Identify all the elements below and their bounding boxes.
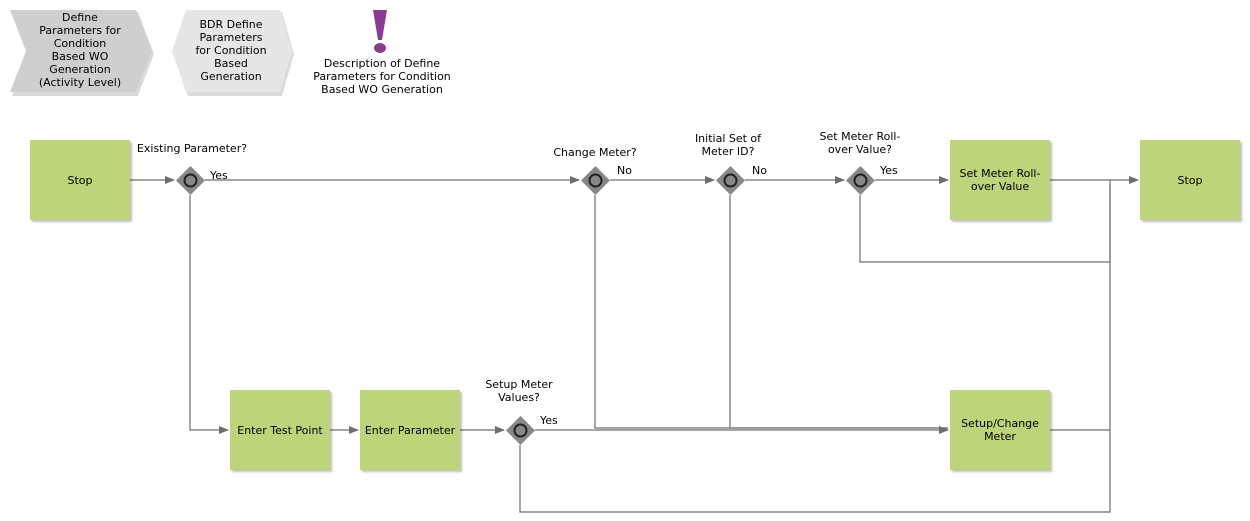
- edge-label-rollover-yes: Yes: [880, 164, 898, 177]
- process-bdr-label[interactable]: BDR Define Parameters for Condition Base…: [195, 17, 267, 83]
- gateway-change-meter-label: Change Meter?: [553, 146, 637, 159]
- edge-label-change-no: No: [617, 164, 632, 177]
- gateway-set-meter-rollover-label: Set Meter Roll- over Value?: [819, 130, 901, 156]
- gateway-existing-parameter[interactable]: [175, 165, 206, 196]
- edge-change-yes: [594, 195, 948, 429]
- edge-initial-yes: [729, 195, 948, 429]
- gateway-setup-meter-values[interactable]: [505, 415, 536, 446]
- gateway-initial-set-meter-id[interactable]: [715, 165, 746, 196]
- task-enter-test-point[interactable]: Enter Test Point: [230, 390, 330, 470]
- edge-setupchange-to-stop: [1050, 180, 1111, 431]
- process-hexagon-shape: [172, 10, 294, 96]
- gateway-change-meter[interactable]: [580, 165, 611, 196]
- edge-setup-no: [519, 430, 1111, 513]
- gateway-setup-meter-values-label: Setup Meter Values?: [485, 378, 553, 404]
- description-label[interactable]: Description of Define Parameters for Con…: [313, 57, 451, 96]
- edge-existing-no: [189, 195, 229, 434]
- gateway-initial-set-meter-id-label: Initial Set of Meter ID?: [694, 132, 762, 158]
- task-enter-parameter[interactable]: Enter Parameter: [360, 390, 460, 470]
- process-activity-level-label[interactable]: Define Parameters for Condition Based WO…: [38, 11, 122, 89]
- exclamation-icon: [373, 10, 387, 53]
- process-chevron-shape: [10, 10, 154, 96]
- gateway-existing-parameter-label: Existing Parameter?: [136, 142, 248, 155]
- task-stop-start[interactable]: Stop: [30, 140, 130, 220]
- edge-label-existing-yes: Yes: [210, 169, 228, 182]
- edge-label-setup-yes: Yes: [540, 414, 558, 427]
- task-setup-change-meter[interactable]: Setup/Change Meter: [950, 390, 1050, 470]
- edge-label-initial-no: No: [752, 164, 767, 177]
- task-stop-end[interactable]: Stop: [1140, 140, 1240, 220]
- gateway-set-meter-rollover[interactable]: [845, 165, 876, 196]
- task-set-meter-rollover[interactable]: Set Meter Roll- over Value: [950, 140, 1050, 220]
